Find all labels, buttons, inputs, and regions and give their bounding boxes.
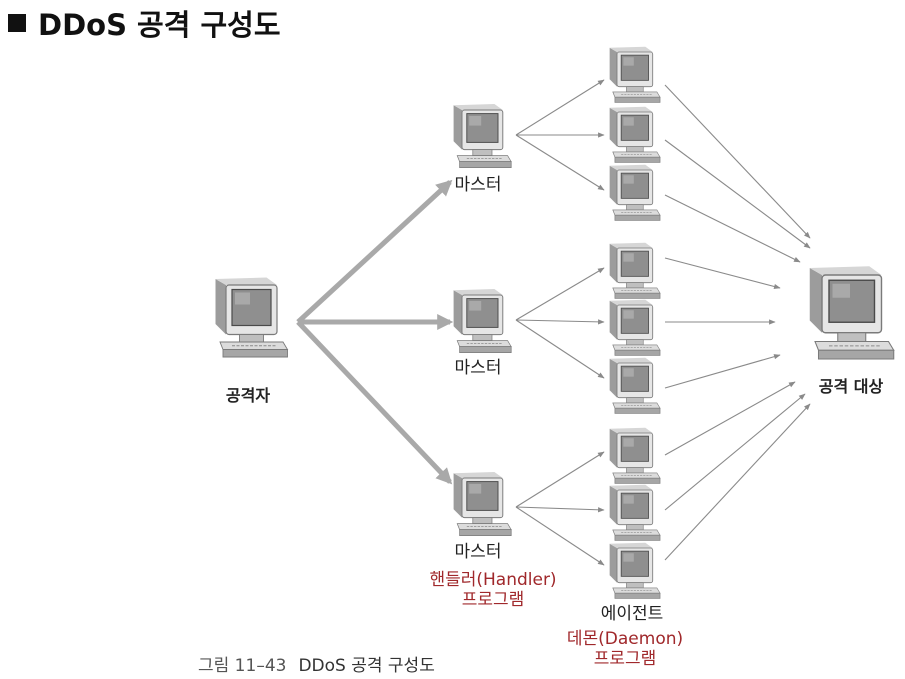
target-label: 공격 대상 [818, 377, 884, 396]
daemon-program-line2: 프로그램 [593, 649, 657, 669]
master-3-computer-icon [453, 471, 512, 537]
handler-program-line1: 핸들러(Handler) [429, 570, 557, 590]
arrow-agent-1-to-target [664, 84, 811, 239]
target-computer-icon [808, 265, 895, 360]
agent-2-computer-icon [609, 106, 661, 163]
master-label-1: 마스터 [454, 175, 502, 195]
master-label-2: 마스터 [454, 358, 502, 378]
agent-1-computer-icon [609, 46, 661, 103]
attacker-computer-icon [214, 276, 289, 358]
page-title: DDoS 공격 구성도 [8, 2, 281, 44]
master-1-computer-icon [453, 103, 512, 169]
arrow-agent-8-to-target [664, 393, 806, 511]
arrow-agent-4-to-target [664, 257, 781, 290]
figure-number: 그림 11–43 [198, 656, 287, 676]
arrow-master-3-to-agent-8 [515, 506, 605, 513]
agent-label: 에이전트 [600, 604, 664, 624]
arrow-master-2-to-agent-6 [515, 319, 605, 379]
master-label-3: 마스터 [454, 542, 502, 562]
arrow-attacker-to-master-3 [296, 320, 453, 485]
arrow-master-1-to-agent-1 [515, 79, 605, 136]
agent-4-computer-icon [609, 242, 661, 299]
agent-6-computer-icon [609, 357, 661, 414]
arrow-master-3-to-agent-7 [515, 451, 605, 508]
arrow-master-2-to-agent-4 [515, 267, 605, 321]
agent-3-computer-icon [609, 164, 661, 221]
arrow-agent-7-to-target [664, 381, 796, 456]
attacker-label: 공격자 [225, 386, 271, 405]
handler-program-line2: 프로그램 [461, 590, 525, 610]
arrow-master-1-to-agent-3 [515, 134, 605, 191]
daemon-program-label: 데몬(Daemon) 프로그램 [567, 629, 683, 669]
arrow-master-2-to-agent-5 [515, 319, 605, 325]
arrow-master-3-to-agent-9 [515, 506, 605, 566]
arrow-agent-3-to-target [664, 194, 801, 263]
figure-caption: 그림 11–43 DDoS 공격 구성도 [198, 651, 435, 676]
square-bullet-icon [8, 14, 26, 32]
master-agent-target-arrows [515, 79, 811, 566]
arrow-attacker-to-master-1 [296, 179, 453, 324]
figure-caption-text: DDoS 공격 구성도 [298, 656, 435, 676]
agent-9-computer-icon [609, 542, 661, 599]
daemon-program-line1: 데몬(Daemon) [566, 629, 684, 649]
agent-8-computer-icon [609, 484, 661, 541]
agent-5-computer-icon [609, 299, 661, 356]
attacker-to-master-arrows [296, 179, 454, 485]
arrow-agent-6-to-target [664, 354, 781, 389]
master-2-computer-icon [453, 288, 512, 354]
agent-7-computer-icon [609, 427, 661, 484]
arrow-agent-2-to-target [664, 139, 811, 249]
page-title-text: DDoS 공격 구성도 [38, 8, 281, 42]
arrow-agent-9-to-target [664, 403, 811, 561]
handler-program-label: 핸들러(Handler) 프로그램 [429, 570, 556, 610]
